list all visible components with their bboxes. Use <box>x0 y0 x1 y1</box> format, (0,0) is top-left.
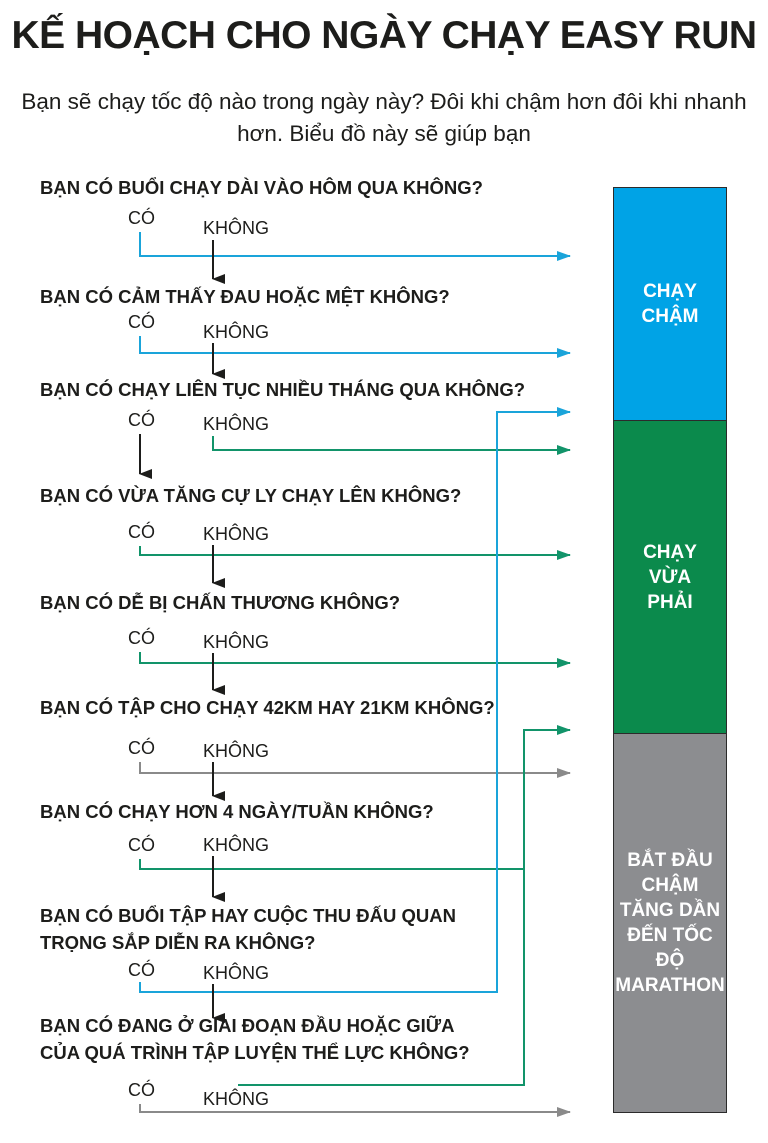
question-4: BẠN CÓ VỪA TĂNG CỰ LY CHẠY LÊN KHÔNG? <box>40 485 462 506</box>
yes-label-9: CÓ <box>128 1080 155 1100</box>
yes-label-7: CÓ <box>128 835 155 855</box>
no-label-4: KHÔNG <box>203 524 270 544</box>
no-label-9: KHÔNG <box>203 1089 270 1109</box>
no-label-6: KHÔNG <box>203 741 270 761</box>
yes-label-5: CÓ <box>128 628 155 648</box>
arrow-q2-yes <box>139 336 571 358</box>
yes-label-2: CÓ <box>128 312 155 332</box>
yes-label-1: CÓ <box>128 208 155 228</box>
yes-label-3: CÓ <box>128 410 155 430</box>
question-1: BẠN CÓ BUỔI CHẠY DÀI VÀO HÔM QUA KHÔNG? <box>40 177 483 198</box>
question-6: BẠN CÓ TẬP CHO CHẠY 42KM HAY 21KM KHÔNG? <box>40 697 495 718</box>
no-label-7: KHÔNG <box>203 835 270 855</box>
arrow-q9-yes <box>238 725 571 1086</box>
outcome-progressive-label: BẮT ĐẦU CHẬM TĂNG DẦN ĐẾN TỐC ĐỘ MARATHO… <box>615 850 725 996</box>
question-2: BẠN CÓ CẢM THẤY ĐAU HOẶC MỆT KHÔNG? <box>40 286 450 307</box>
arrow-q7-yes <box>139 859 524 870</box>
arrow-q4-yes <box>139 546 571 560</box>
yes-label-8: CÓ <box>128 960 155 980</box>
question-7: BẠN CÓ CHẠY HƠN 4 NGÀY/TUẦN KHÔNG? <box>40 801 434 822</box>
arrow-q3-no <box>212 436 571 455</box>
question-3: BẠN CÓ CHẠY LIÊN TỤC NHIỀU THÁNG QUA KHÔ… <box>40 379 526 400</box>
yes-label-4: CÓ <box>128 522 155 542</box>
no-label-8: KHÔNG <box>203 963 270 983</box>
outcome-slow-box: CHẠY CHẬM <box>613 187 727 421</box>
arrow-q1-yes <box>139 232 571 261</box>
outcome-slow-label: CHẠY CHẬM <box>641 281 699 327</box>
outcome-moderate-box: CHẠY VỪA PHẢI <box>613 420 727 734</box>
question-8: BẠN CÓ BUỔI TẬP HAY CUỘC THU ĐẤU QUAN TR… <box>40 905 456 953</box>
question-9: BẠN CÓ ĐANG Ở GIAI ĐOẠN ĐẦU HOẶC GIỮA CỦ… <box>40 1015 470 1063</box>
arrow-q9-no <box>139 1104 571 1117</box>
arrow-q8-yes <box>139 407 571 993</box>
page-subtitle: Bạn sẽ chạy tốc độ nào trong ngày này? Đ… <box>21 89 747 146</box>
no-label-2: KHÔNG <box>203 322 270 342</box>
arrow-q5-yes <box>139 652 571 668</box>
no-label-5: KHÔNG <box>203 632 270 652</box>
yes-label-6: CÓ <box>128 738 155 758</box>
page-title: KẾ HOẠCH CHO NGÀY CHẠY EASY RUN <box>11 14 757 57</box>
no-label-1: KHÔNG <box>203 218 270 238</box>
question-5: BẠN CÓ DỄ BỊ CHẤN THƯƠNG KHÔNG? <box>40 592 401 613</box>
outcome-moderate-label: CHẠY VỪA PHẢI <box>643 541 697 613</box>
arrow-q6-yes <box>139 762 571 778</box>
outcome-progressive-box: BẮT ĐẦU CHẬM TĂNG DẦN ĐẾN TỐC ĐỘ MARATHO… <box>613 733 727 1113</box>
no-label-3: KHÔNG <box>203 414 270 434</box>
